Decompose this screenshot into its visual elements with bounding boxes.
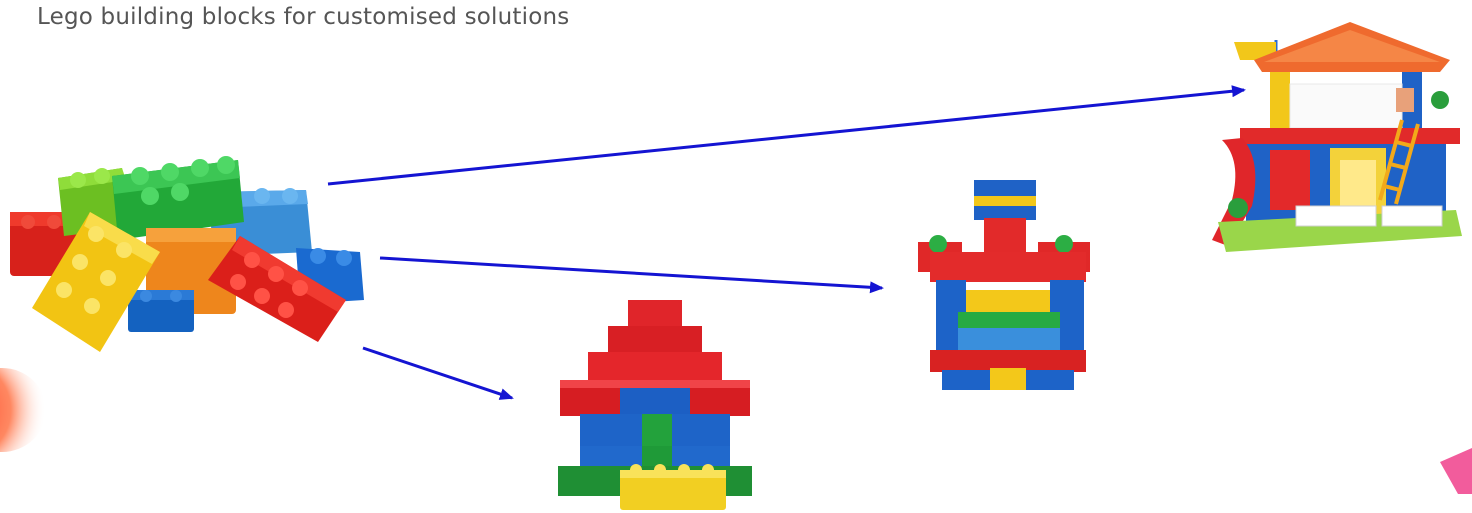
brick-blue bbox=[128, 290, 194, 332]
pile-of-bricks-image bbox=[10, 156, 364, 352]
left-edge-accent bbox=[0, 368, 46, 452]
brick-yellow bbox=[32, 212, 160, 352]
brick-red-front bbox=[208, 236, 346, 342]
arrow-to-house bbox=[362, 346, 514, 400]
brick-lime bbox=[58, 168, 128, 236]
brick-playhouse-image bbox=[1212, 22, 1462, 252]
brick-house-image bbox=[558, 300, 752, 510]
brick-green bbox=[112, 156, 244, 240]
right-corner-accent bbox=[1440, 448, 1472, 494]
brick-castle-image bbox=[918, 180, 1090, 390]
arrows bbox=[327, 85, 1246, 400]
slide-subtitle: Lego building blocks for customised solu… bbox=[37, 4, 570, 30]
arrow-to-castle bbox=[379, 256, 884, 294]
arrow-to-playhouse bbox=[327, 85, 1246, 186]
